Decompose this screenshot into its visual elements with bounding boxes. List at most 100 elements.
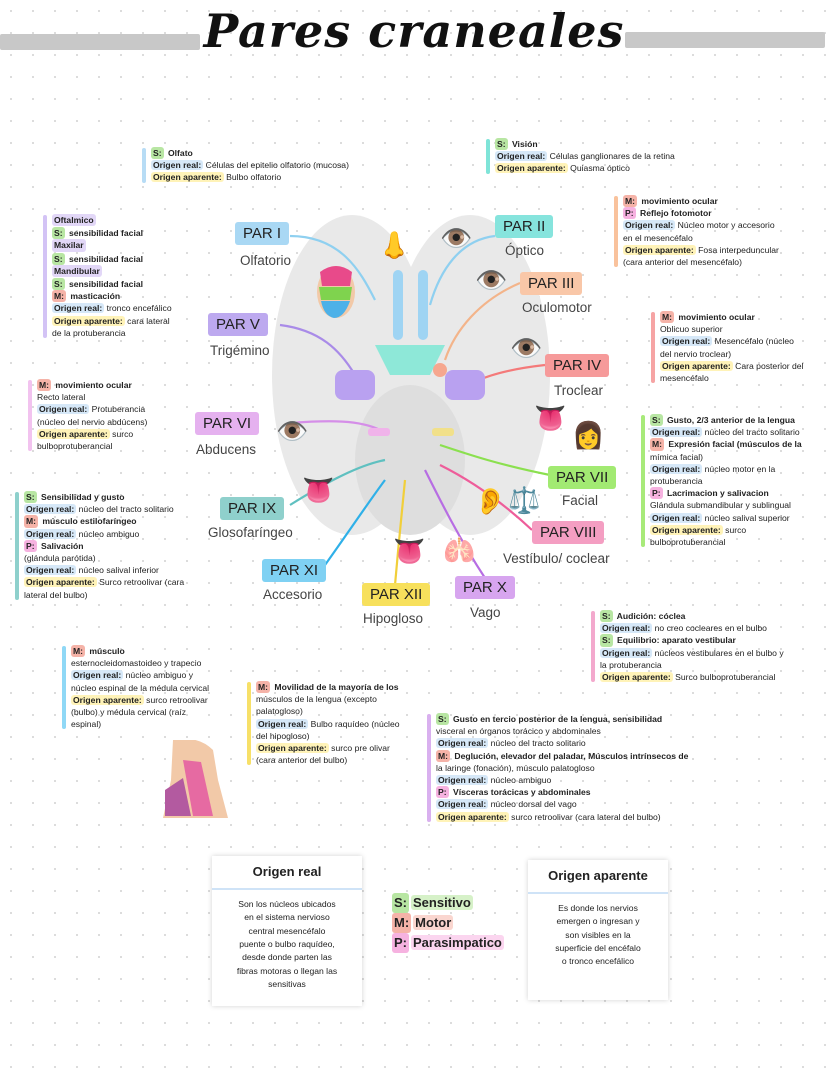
chest-xray-icon: 🫁 bbox=[443, 535, 476, 565]
par-vii-label: PAR VII bbox=[548, 466, 617, 489]
legend: S:Sensitivo M:Motor P:Parasimpatico bbox=[392, 893, 504, 954]
note-line: Origen aparente: Surco retroolivar (cara bbox=[24, 577, 185, 588]
par-vi-label: PAR VI bbox=[195, 412, 260, 435]
definition-line: Son los núcleos ubicados bbox=[238, 899, 336, 910]
line-par-v bbox=[279, 323, 356, 376]
optic-chiasm bbox=[375, 345, 445, 375]
note-line: núcleo espinal de la médula cervical bbox=[71, 682, 210, 693]
note-line: P: Vísceras torácicas y abdominales bbox=[436, 786, 591, 799]
note-line: Origen real: núcleo motor en la bbox=[650, 463, 776, 474]
note-line: M: Deglución, elevador del paladar, Músc… bbox=[436, 749, 689, 762]
par-iv-label: PAR IV bbox=[545, 354, 610, 377]
note-line: Glándula submandibular y sublingual bbox=[650, 500, 791, 511]
origen-aparente-heading: Origen aparente bbox=[528, 860, 668, 895]
note-line: Origen real: Protuberancia bbox=[37, 404, 146, 415]
note-line: Origen real: Mesencéfalo (núcleo bbox=[660, 336, 794, 347]
abducens-nerve-mark bbox=[368, 428, 390, 436]
note-line: S: sensibilidad facial bbox=[52, 227, 144, 240]
par-ii-name: Óptico bbox=[505, 243, 545, 258]
definition-line: central mesencéfalo bbox=[248, 925, 326, 936]
par-iv-name: Troclear bbox=[554, 383, 604, 398]
note-line: Origen real: Células ganglionares de la … bbox=[495, 151, 675, 162]
note-line: bulboprotuberancial bbox=[37, 441, 113, 452]
note-line: la protuberancia bbox=[600, 659, 662, 670]
par-vi-name: Abducens bbox=[196, 442, 257, 457]
note-line: S: Gusto en tercio posterior de la lengu… bbox=[436, 713, 663, 726]
definition-line: son visibles en la bbox=[565, 929, 631, 940]
note-line: (bulbo) y médula cervical (raíz bbox=[71, 707, 187, 718]
legend-item-sensitivo: S:Sensitivo bbox=[392, 893, 504, 914]
note-line: S: sensibilidad facial bbox=[52, 252, 144, 265]
note-line: Mandibular bbox=[52, 264, 102, 278]
note-line: Origen real: núcleo salival inferior bbox=[24, 565, 159, 576]
balance-scale-icon: ⚖️ bbox=[508, 485, 541, 515]
note-line: esternocleidomastoideo y trapecio bbox=[71, 658, 202, 669]
par-iii-label: PAR III bbox=[520, 272, 583, 295]
note-line: Origen real: núcleo dorsal del vago bbox=[436, 799, 577, 810]
line-par-vii bbox=[439, 443, 551, 477]
note-line: Origen aparente: surco retroolivar bbox=[71, 694, 208, 705]
note-line: Origen real: núcleo del tracto solitario bbox=[24, 504, 174, 515]
note-line: músculos de la lengua (excepto bbox=[256, 694, 377, 705]
note-line: P: Salivación bbox=[24, 539, 84, 553]
par-viii-name: Vestíbulo/ coclear bbox=[503, 551, 610, 566]
note-par-x: S: Gusto en tercio posterior de la lengu… bbox=[427, 713, 688, 823]
line-par-ii bbox=[428, 234, 496, 306]
note-line: Origen real: Bulbo raquídeo (núcleo bbox=[256, 718, 400, 729]
tongue-icon: 👅 bbox=[302, 475, 335, 505]
note-line: Origen real: núcleo ambiguo bbox=[436, 775, 552, 786]
legend-item-parasimpatico: P:Parasimpatico bbox=[392, 933, 504, 954]
facial-nerve-mark bbox=[432, 428, 454, 436]
definition-line: emergen o ingresan y bbox=[556, 916, 640, 927]
line-par-xi bbox=[324, 479, 386, 566]
note-line: del hipogloso) bbox=[256, 730, 310, 741]
tongue-icon: 👅 bbox=[534, 403, 567, 433]
note-line: visceral en órganos torácico y abdominal… bbox=[436, 726, 601, 737]
note-line: Origen real: núcleo ambiguo y bbox=[71, 670, 193, 681]
line-par-vi bbox=[289, 420, 381, 431]
note-line: Origen aparente: Cara posterior del bbox=[660, 360, 804, 371]
legend-item-motor: M:Motor bbox=[392, 913, 504, 934]
note-line: M: Movilidad de la mayoría de los bbox=[256, 681, 399, 694]
note-line: (núcleo del nervio abdúcens) bbox=[37, 416, 148, 427]
definition-line: desde donde parten las bbox=[242, 952, 332, 963]
note-line: Origen aparente: surco pre olivar bbox=[256, 743, 390, 754]
note-line: Origen real: núcleo ambiguo bbox=[24, 528, 140, 539]
note-line: Origen aparente: Bulbo olfatorio bbox=[151, 172, 282, 183]
note-line: Origen real: tronco encefálico bbox=[52, 303, 172, 314]
note-line: Oblicuo superior bbox=[660, 324, 723, 335]
definition-line: sensitivas bbox=[268, 979, 306, 990]
definition-line: o tronco encefálico bbox=[561, 956, 635, 967]
neck-muscles-illustration bbox=[163, 740, 228, 818]
note-line: S: Sensibilidad y gusto bbox=[24, 491, 125, 504]
note-line: M: movimiento ocular bbox=[660, 311, 755, 324]
note-line: en el mesencéfalo bbox=[623, 232, 693, 243]
note-line: Origen real: Células del epitelio olfato… bbox=[151, 160, 349, 171]
note-line: protuberancia bbox=[650, 476, 703, 487]
page-title: Pares craneales bbox=[203, 4, 625, 58]
line-par-viii bbox=[439, 464, 533, 531]
note-line: Recto lateral bbox=[37, 392, 86, 403]
par-v-label: PAR V bbox=[208, 313, 268, 336]
oculomotor-nerve-mark bbox=[433, 363, 447, 377]
note-line: Origen aparente: Surco bulboprotuberanci… bbox=[600, 672, 776, 683]
note-line: Origen real: núcleo salival superior bbox=[650, 512, 790, 523]
note-line: S: sensibilidad facial bbox=[52, 278, 144, 291]
brainstem bbox=[355, 385, 465, 535]
origen-real-heading: Origen real bbox=[212, 856, 362, 891]
line-par-xii bbox=[393, 479, 407, 586]
note-line: Origen real: no creo cocleares en el bul… bbox=[600, 623, 767, 634]
